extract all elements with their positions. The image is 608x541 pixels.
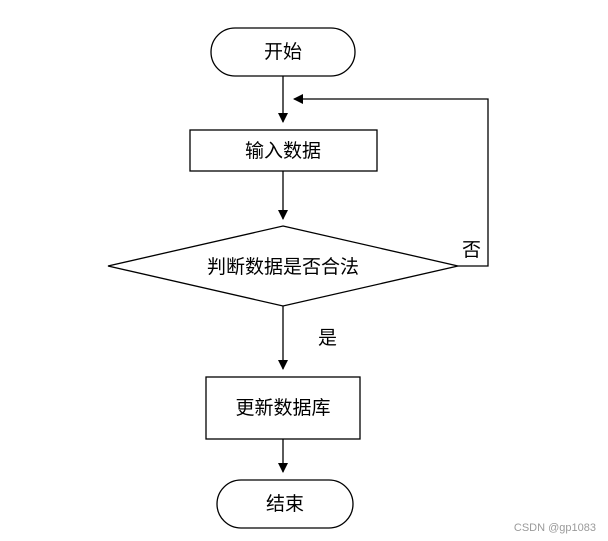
update-node-label: 更新数据库: [235, 397, 330, 419]
yes-branch-label: 是: [318, 327, 337, 349]
watermark: CSDN @gp1083: [514, 522, 596, 534]
end-node: 结束: [216, 479, 354, 529]
start-node-label: 开始: [264, 41, 302, 63]
start-node: 开始: [210, 27, 356, 77]
input-node-label: 输入数据: [245, 140, 321, 162]
decision-node-label: 判断数据是否合法: [207, 256, 359, 278]
edge-decision-no-loop: [293, 94, 489, 267]
update-node: 更新数据库: [205, 376, 361, 440]
decision-node: 判断数据是否合法: [107, 225, 459, 307]
no-branch-label: 否: [462, 239, 481, 261]
input-node: 输入数据: [189, 129, 378, 172]
end-node-label: 结束: [266, 493, 304, 515]
